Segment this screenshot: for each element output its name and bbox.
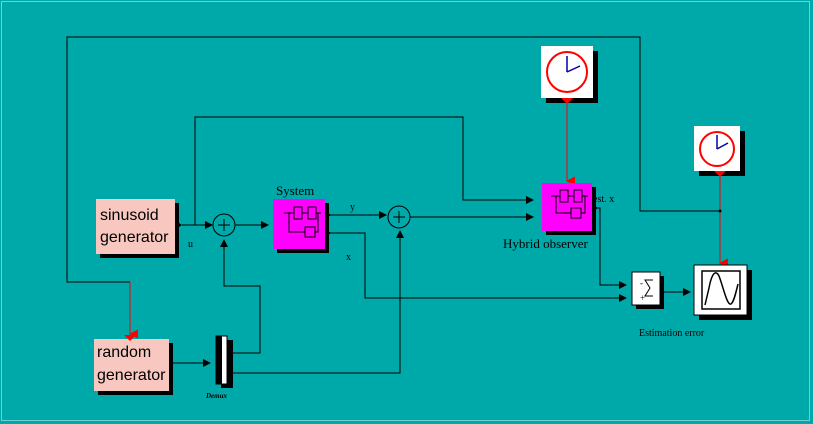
port-label-y: y xyxy=(350,202,355,213)
wire-demux1-to-sum1 xyxy=(220,239,261,354)
clock-2-face-icon xyxy=(699,131,735,167)
sum-junction-2[interactable] xyxy=(387,205,411,229)
sinusoid-line1: sinusoid xyxy=(100,207,159,224)
wire-u-to-hybrid xyxy=(194,116,534,225)
hybrid-inner-icon xyxy=(551,189,588,219)
clock-1-face-icon xyxy=(546,51,588,93)
event-wires xyxy=(566,103,728,268)
demux-label: Demux xyxy=(205,392,228,400)
system-block[interactable] xyxy=(273,199,331,253)
random-line1: random xyxy=(97,344,151,361)
demux-block[interactable] xyxy=(215,335,233,388)
svg-text:+: + xyxy=(640,293,645,303)
wire-junction-dot xyxy=(718,209,722,213)
wire-demux2-to-sum2 xyxy=(232,230,404,374)
sinusoid-line2: generator xyxy=(100,229,169,246)
clock-block-2[interactable] xyxy=(694,126,745,177)
random-generator-block[interactable]: random generator xyxy=(94,335,173,395)
system-inner-icon xyxy=(284,206,321,238)
clock-1-hands-icon xyxy=(566,56,581,73)
scope-wave-icon xyxy=(704,272,739,306)
sum-junction-1[interactable] xyxy=(212,213,236,237)
random-line2: generator xyxy=(97,367,166,384)
wire-estx-to-est xyxy=(592,207,627,289)
hybrid-observer-title: Hybrid observer xyxy=(503,236,589,251)
sinusoid-generator-block[interactable]: sinusoid generator xyxy=(96,199,182,258)
system-title: System xyxy=(276,183,314,198)
hybrid-observer-block[interactable] xyxy=(542,183,598,235)
clock-block-1[interactable] xyxy=(541,46,598,104)
port-label-u: u xyxy=(188,239,193,250)
estimation-error-block[interactable]: - + xyxy=(631,271,664,309)
estimation-error-label: Estimation error xyxy=(639,328,705,339)
signal-wires xyxy=(172,116,691,374)
clock-2-hands-icon xyxy=(716,135,729,150)
port-label-est-x: est. x xyxy=(593,194,614,205)
wire-clock2-branch-top xyxy=(66,36,720,283)
scope-block[interactable] xyxy=(693,264,752,320)
svg-text:-: - xyxy=(640,278,643,288)
reset-wires xyxy=(66,36,720,283)
wire-system-x-to-est xyxy=(328,232,627,302)
port-label-x: x xyxy=(346,252,351,263)
